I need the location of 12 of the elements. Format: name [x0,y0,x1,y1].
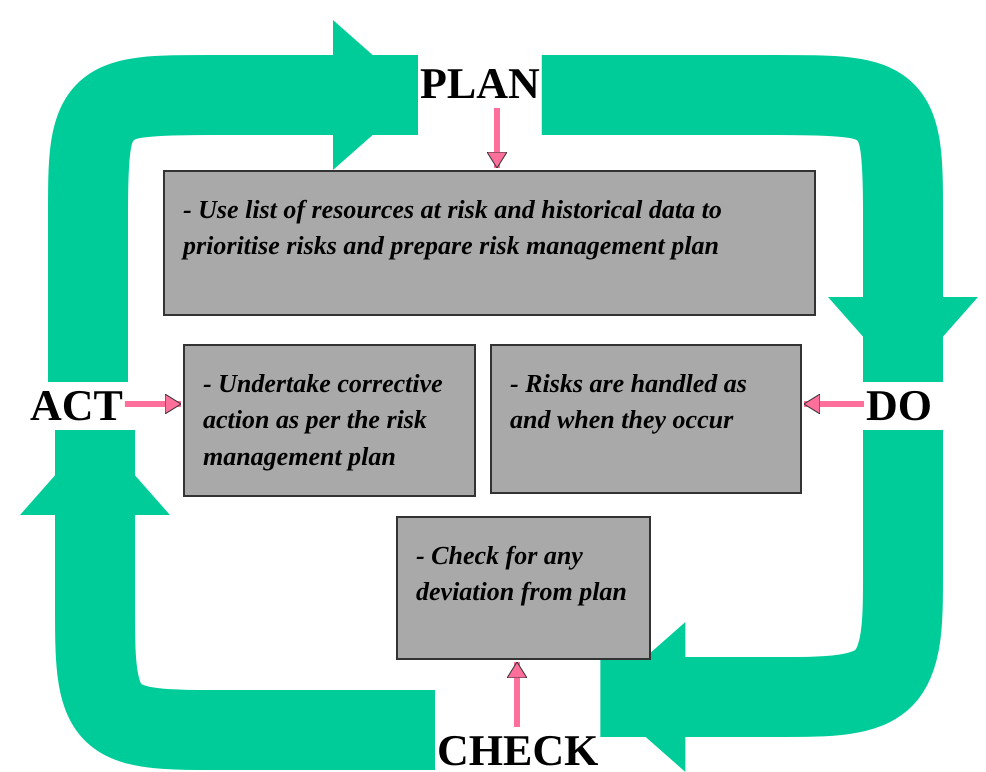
arrow [506,662,528,727]
process-box: - Risks are handled as and when they occur [490,344,802,494]
stage-label: PLAN [420,62,540,106]
process-box: - Undertake corrective action as per the risk management plan [183,344,476,497]
process-box: - Check for any deviation from plan [396,516,651,660]
arrow [804,394,864,414]
arrow [486,108,508,168]
process-box: - Use list of resources at risk and historical data to prioritise risks and prepare risk management plan [163,170,816,316]
stage-label: ACT [30,384,123,428]
stage-label: CHECK [437,729,598,772]
stage-label: DO [866,384,932,428]
arrow [124,394,182,414]
